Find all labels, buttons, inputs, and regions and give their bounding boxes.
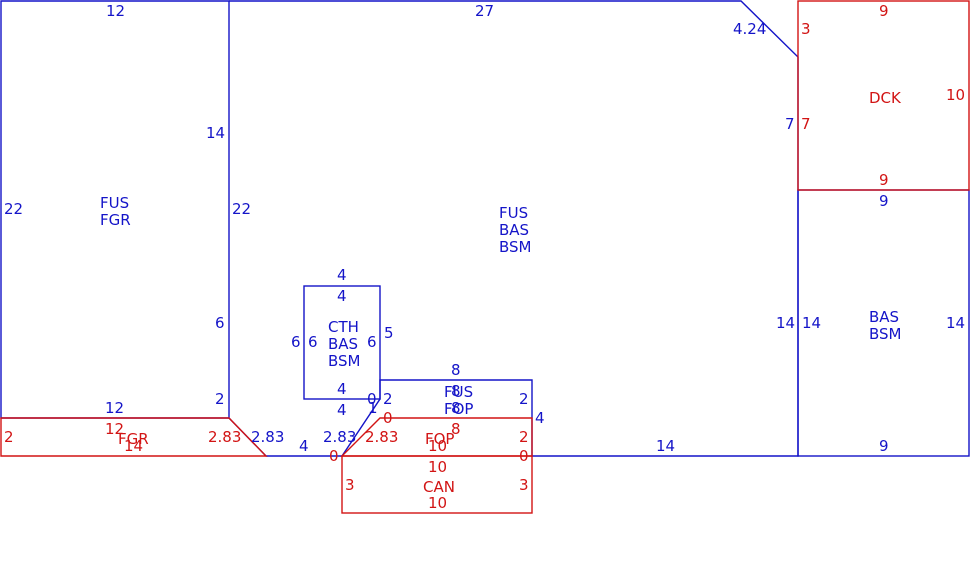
label-bas-bsm-2: BSM [869, 325, 902, 343]
dim-chamfer: 4.24 [733, 20, 766, 38]
dim-inner-22: 22 [232, 200, 251, 218]
dim-left-22: 22 [4, 200, 23, 218]
dim-fusfop-left-1: 1 [368, 399, 378, 417]
dim-dck-left-3: 3 [801, 20, 811, 38]
red-outlines [0, 0, 970, 514]
label-bas-bsm-1: BAS [869, 308, 899, 326]
dim-cth-right-outer: 5 [384, 324, 394, 342]
dim-fusfop-right-2: 2 [519, 390, 529, 408]
dim-can-top: 10 [428, 458, 447, 476]
dim-right-14-inner: 14 [802, 314, 821, 332]
dim-cth-bot-inner: 4 [337, 380, 347, 398]
label-cth-bas-bsm-2: BAS [328, 335, 358, 353]
dim-dck-side-7: 7 [785, 115, 795, 133]
dim-fgr-top: 12 [105, 420, 124, 438]
dim-fusfop-right-4: 4 [535, 409, 545, 427]
dim-inner-14: 14 [206, 124, 225, 142]
dim-can-right: 3 [519, 476, 529, 494]
label-cth-bas-bsm-3: BSM [328, 352, 361, 370]
dim-diag-left: 2.83 [251, 428, 284, 446]
dim-dck-right: 10 [946, 86, 965, 104]
label-can: CAN [423, 478, 455, 496]
dim-top-mid: 27 [475, 2, 494, 20]
dim-fgr-left: 2 [4, 428, 14, 446]
dim-fop-left-0b: 0 [329, 447, 339, 465]
label-fus-bas-bsm-1: FUS [499, 204, 528, 222]
dim-fusfop-left-0: 0 [367, 390, 377, 408]
label-fus-fop-1: FUS [444, 383, 473, 401]
label-fus-bas-bsm-3: BSM [499, 238, 532, 256]
dimension-labels-red: 2 12 14 2.83 2.83 8 10 0 2 0 0 10 10 3 3… [4, 2, 965, 512]
fgr-region-outline [0, 417, 268, 457]
dim-fusfop-bot-inner: 8 [451, 399, 461, 417]
dim-fop-right-2: 2 [519, 428, 529, 446]
dim-fusfop-top-inner: 8 [451, 382, 461, 400]
label-cth-bas-bsm-1: CTH [328, 318, 359, 336]
cth-bas-bsm-region-outline [303, 285, 381, 400]
blue-outlines [0, 0, 970, 457]
dim-fgr-bot: 14 [124, 437, 143, 455]
dim-bottom-4: 4 [299, 437, 309, 455]
dim-dck-bot: 9 [879, 171, 889, 189]
dim-fop-diag: 2.83 [365, 428, 398, 446]
dim-fgr-diag: 2.83 [208, 428, 241, 446]
dim-cth-bot-outer: 4 [337, 401, 347, 419]
dim-can-bot: 10 [428, 494, 447, 512]
label-fgr: FGR [118, 430, 149, 448]
label-dck: DCK [869, 89, 902, 107]
dim-cth-top-inner: 4 [337, 287, 347, 305]
dim-fusfop-top-outer: 8 [451, 361, 461, 379]
dimension-labels-blue: 12 27 4.24 22 14 22 6 2 12 4 4 6 6 6 5 4… [4, 2, 965, 455]
dim-bottom-14: 14 [656, 437, 675, 455]
dim-can-left: 3 [345, 476, 355, 494]
fus-bas-bsm-region-outline [228, 0, 799, 457]
dim-diag-right: 2.83 [323, 428, 356, 446]
dim-cth-left-outer: 6 [291, 333, 301, 351]
dim-inner-2: 2 [215, 390, 225, 408]
label-fus-fop-2: FOP [444, 400, 473, 418]
dim-dck-top: 9 [879, 2, 889, 20]
dim-right-14-outer: 14 [776, 314, 795, 332]
dim-fop-right-0: 0 [519, 447, 529, 465]
dim-inner-6: 6 [215, 314, 225, 332]
dim-cth-right-inner: 6 [367, 333, 377, 351]
dim-cth-left-inner: 6 [308, 333, 318, 351]
label-fus-bas-bsm-2: BAS [499, 221, 529, 239]
label-fus-fgr-1: FUS [100, 194, 129, 212]
dim-fop-top: 8 [451, 420, 461, 438]
dck-region-outline [797, 0, 970, 191]
dim-right-14-far: 14 [946, 314, 965, 332]
dim-top-left: 12 [106, 2, 125, 20]
label-fop: FOP [425, 430, 454, 448]
dim-inner-12: 12 [105, 399, 124, 417]
dim-basbsm-bot: 9 [879, 437, 889, 455]
dim-fusfop-left-2: 2 [383, 390, 393, 408]
dim-basbsm-top: 9 [879, 192, 889, 210]
can-region-outline [341, 455, 533, 514]
region-labels-red: FGR FOP CAN DCK [118, 89, 902, 496]
dim-cth-top-outer: 4 [337, 266, 347, 284]
label-fus-fgr-2: FGR [100, 211, 131, 229]
region-labels-blue: FUS FGR FUS BAS BSM CTH BAS BSM FUS FOP … [100, 194, 902, 418]
dim-fop-left-0: 0 [383, 409, 393, 427]
dim-fop-bot: 10 [428, 437, 447, 455]
dim-dck-left-7: 7 [801, 115, 811, 133]
